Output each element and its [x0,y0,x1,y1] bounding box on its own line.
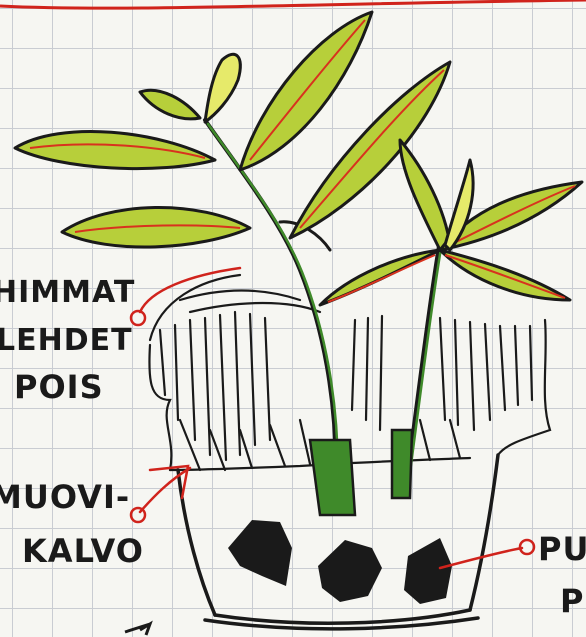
leaf-right-palm-4 [320,250,440,305]
leaf-small-left [140,90,200,119]
leaf-right-palm-1 [400,140,450,250]
top-red-rule [0,0,586,8]
label-dead-leaves-line1: HIMMAT [0,275,135,310]
label-right-line2: P [560,582,584,620]
label-plastic-film-line1: MUOVI- [0,478,130,516]
label-dead-leaves-line2: LEHDET [0,323,133,358]
label-dead-leaves-line3: POIS [14,368,104,406]
stone-marks [228,520,452,604]
leaf-bud-top [205,54,240,122]
pointer-arrow-icon [125,624,150,635]
pointer-dot-plastic-film [131,508,145,522]
pointer-dot-dead-leaves [131,311,145,325]
label-plastic-film-line2: KALVO [22,532,144,570]
label-right-line1: PU [538,530,586,568]
leaf-left-top [15,131,215,168]
